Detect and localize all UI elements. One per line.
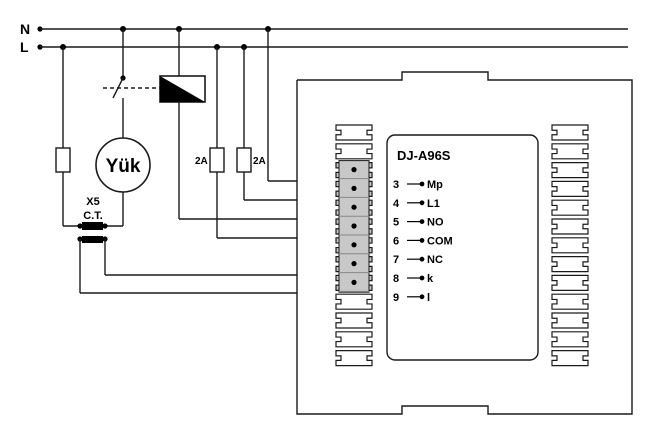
right-terminal-block <box>551 124 589 367</box>
terminal-screw-icon <box>351 204 357 210</box>
ct-type-label: C.T. <box>83 210 103 222</box>
fuse-symbol <box>236 147 252 173</box>
relay-coil <box>159 29 297 220</box>
live-label: L <box>20 39 29 55</box>
terminal-slot <box>551 350 589 367</box>
fuse-symbol <box>55 147 71 173</box>
relay-coil-fill <box>160 76 205 102</box>
fuse-symbol <box>209 147 225 173</box>
terminal-dot <box>419 294 425 300</box>
left-terminal-block <box>335 124 373 367</box>
terminal-number: 7 <box>393 254 399 266</box>
terminal-number: 9 <box>393 292 399 304</box>
terminal-dot <box>419 200 425 206</box>
terminal-labels: 3 Mp 4 L1 5 NO 6 COM 7 NC 8 k 9 l <box>393 179 453 304</box>
terminal-screw-icon <box>351 167 357 173</box>
ct-winding-icon <box>82 236 103 243</box>
fuse-rating-label: 2A <box>195 156 208 167</box>
ct-name-label: X5 <box>86 196 99 208</box>
terminal-label: Mp <box>427 179 443 191</box>
terminal-slot <box>335 331 373 348</box>
terminal-dot <box>419 219 425 225</box>
load-label: Yük <box>106 156 141 177</box>
terminal-label: COM <box>427 235 453 247</box>
terminal-slot <box>335 143 373 160</box>
terminal-slot <box>551 256 589 273</box>
device-label-panel <box>386 134 539 361</box>
ct-terminal-dot <box>77 223 83 229</box>
terminal-label: l <box>427 292 430 304</box>
device-outline <box>296 71 633 415</box>
terminal-screw-icon <box>351 261 357 267</box>
terminal-number: 4 <box>393 198 400 210</box>
neutral-mp-branch <box>267 29 297 182</box>
terminal-label: NC <box>427 254 443 266</box>
terminal-label: k <box>427 273 434 285</box>
terminal-number: 3 <box>393 179 399 191</box>
terminal-screw-icon <box>351 185 357 191</box>
terminal-screw-icon <box>351 279 357 285</box>
terminal-dot <box>419 275 425 281</box>
device-housing: DJ-A96S <box>296 71 633 415</box>
current-transformer: X5 C.T. <box>63 196 297 294</box>
terminal-slot <box>551 237 589 254</box>
terminal-slot <box>551 180 589 197</box>
terminal-label: NO <box>427 217 444 229</box>
terminal-slot <box>551 274 589 291</box>
terminal-screw-icon <box>351 223 357 229</box>
ct-terminal-dot <box>102 223 108 229</box>
terminal-slot <box>551 293 589 310</box>
terminal-slot <box>335 293 373 310</box>
terminal-number: 5 <box>393 217 399 229</box>
terminal-label: L1 <box>427 198 440 210</box>
terminal-dot <box>419 238 425 243</box>
terminal-number: 8 <box>393 273 399 285</box>
terminal-slot <box>551 312 589 329</box>
fuse-rating-label: 2A <box>253 156 266 167</box>
terminal-dot <box>419 256 425 262</box>
ct-supply-branch <box>55 47 71 226</box>
fuse-com-branch: 2A <box>195 47 297 239</box>
terminal-slot <box>551 331 589 348</box>
terminal-slot <box>551 124 589 141</box>
terminal-slot <box>335 312 373 329</box>
terminal-screw-icon <box>351 242 357 248</box>
terminal-slot <box>335 124 373 141</box>
fuse-l1-branch: 2A <box>236 47 297 201</box>
terminal-number: 6 <box>393 235 399 247</box>
terminal-slot <box>551 199 589 216</box>
terminal-slot <box>335 350 373 367</box>
neutral-label: N <box>20 21 30 37</box>
terminal-slot <box>551 218 589 235</box>
device-model-label: DJ-A96S <box>397 148 451 163</box>
ct-core-icon <box>82 222 103 230</box>
terminal-slot <box>551 162 589 179</box>
terminal-slot <box>551 143 589 160</box>
load-circuit: Yük <box>95 29 160 226</box>
terminal-dot <box>419 181 425 187</box>
supply-lines: N L <box>20 21 628 55</box>
